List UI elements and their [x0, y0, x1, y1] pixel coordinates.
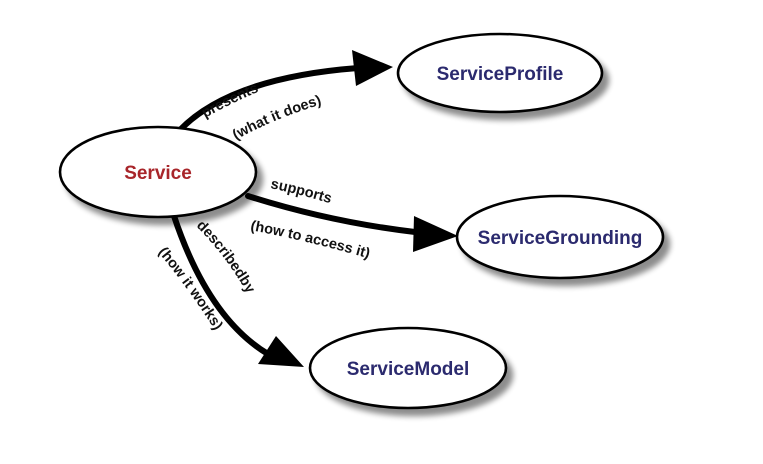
- node-service-grounding-label: ServiceGrounding: [478, 228, 643, 249]
- edge-presents-label: presents: [199, 80, 261, 121]
- edge-supports-arrow: [245, 193, 458, 252]
- node-service-model-label: ServiceModel: [347, 359, 470, 380]
- node-service-grounding: ServiceGrounding: [455, 194, 665, 280]
- node-service-profile-label: ServiceProfile: [437, 64, 564, 85]
- node-service: Service: [58, 125, 258, 219]
- node-service-profile: ServiceProfile: [396, 32, 604, 114]
- node-service-label: Service: [124, 163, 192, 184]
- edge-describedby-arrow: [171, 213, 304, 367]
- node-service-model: ServiceModel: [308, 326, 508, 410]
- edge-presents-arrow: [175, 50, 393, 135]
